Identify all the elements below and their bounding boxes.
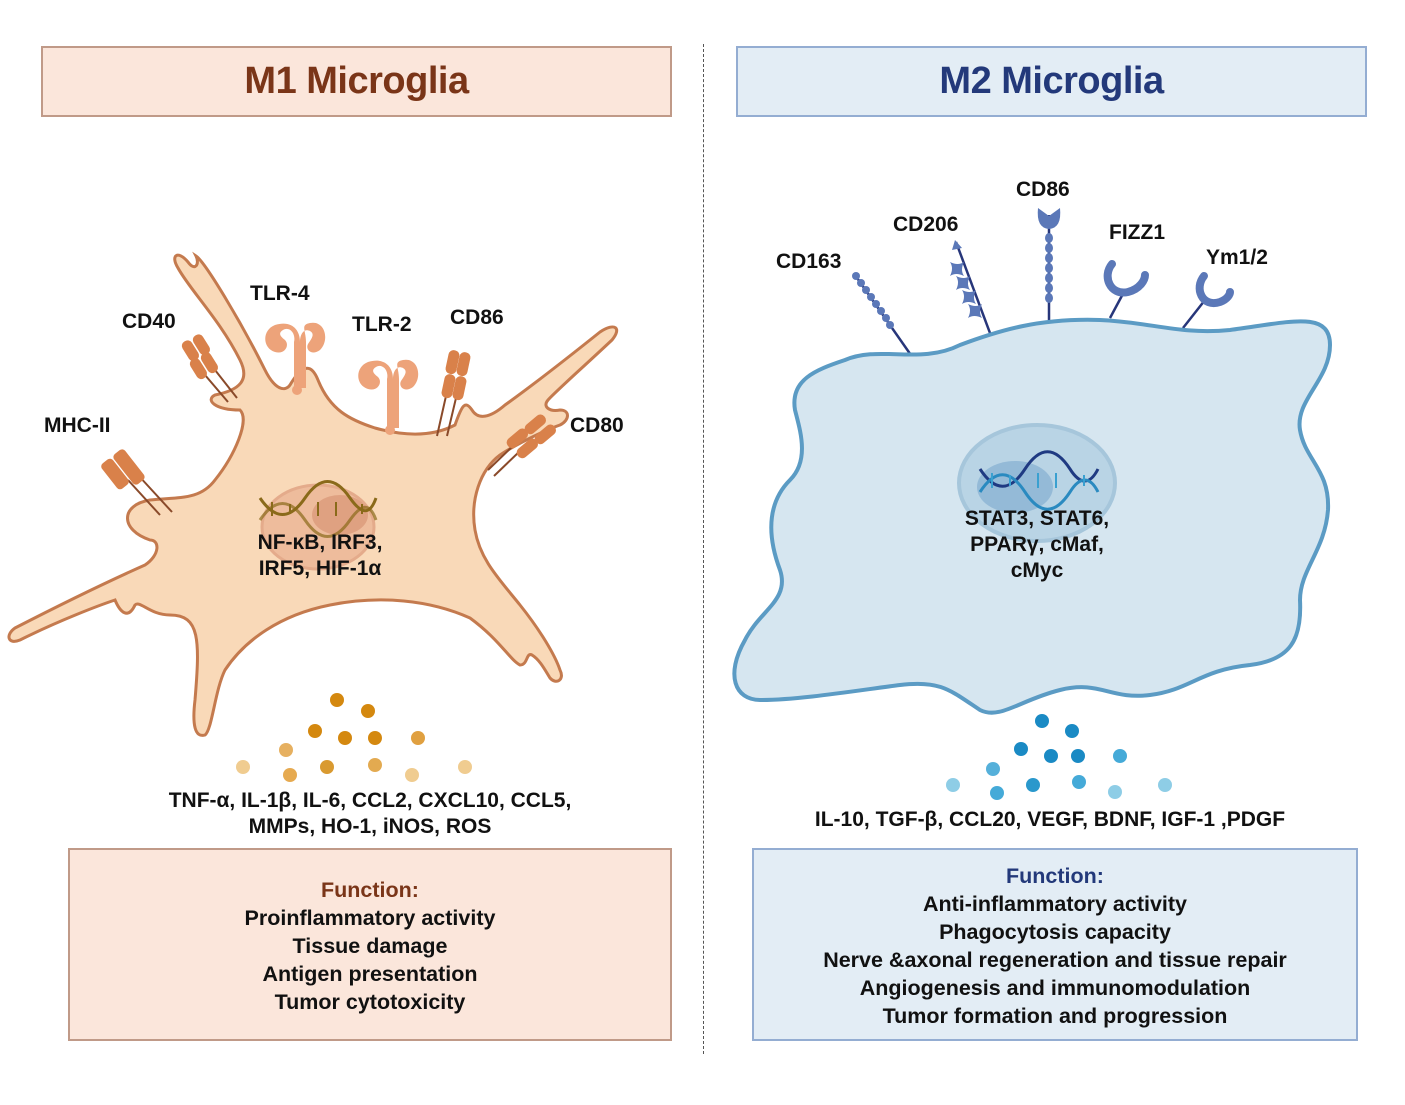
- m1-label-cd80: CD80: [570, 414, 624, 437]
- m2-cytokine-dots: [946, 714, 1172, 800]
- m2-cell: [732, 208, 1333, 800]
- cytokine-dot: [1108, 785, 1122, 799]
- m2-function-heading: Function:: [1006, 864, 1104, 888]
- m1-function-heading: Function:: [321, 878, 419, 902]
- m2-title: M2 Microglia: [736, 46, 1367, 117]
- m1-title: M1 Microglia: [41, 46, 672, 117]
- m1-receptor-cd80-icon: [487, 414, 557, 477]
- m2-label-cd86: CD86: [1016, 178, 1070, 201]
- m1-receptor-cd86-icon: [436, 350, 471, 437]
- cytokine-dot: [236, 760, 250, 774]
- cytokine-dot: [1044, 749, 1058, 763]
- panel-divider: [703, 44, 704, 1054]
- m2-label-cd163: CD163: [776, 250, 842, 273]
- m2-transcription-factors: STAT3, STAT6, PPARγ, cMaf, cMyc: [937, 506, 1137, 584]
- cytokine-dot: [990, 786, 1004, 800]
- m2-receptor-cd163-icon: [852, 272, 915, 359]
- m2-function-item: Anti-inflammatory activity: [922, 892, 1188, 916]
- m1-tf-line: IRF5, HIF-1α: [258, 557, 382, 580]
- m1-function-box: Function: Proinflammatory activity Tissu…: [68, 848, 672, 1041]
- cytokine-dot: [368, 731, 382, 745]
- cytokine-dot: [308, 724, 322, 738]
- m1-label-cd86: CD86: [450, 306, 504, 329]
- m2-function-box: Function: Anti-inflammatory activity Pha…: [752, 848, 1358, 1041]
- m2-label-ym12: Ym1/2: [1206, 246, 1268, 269]
- m2-function-item: Phagocytosis capacity: [939, 920, 1171, 944]
- cytokine-dot: [361, 704, 375, 718]
- m1-function-item: Antigen presentation: [262, 962, 478, 986]
- m2-receptor-ym12-icon: [1182, 272, 1234, 329]
- m1-transcription-factors: NF-κB, IRF3, IRF5, HIF-1α: [220, 530, 420, 582]
- m2-label-cd206: CD206: [893, 213, 959, 236]
- cytokine-dot: [283, 768, 297, 782]
- cytokine-dot: [279, 743, 293, 757]
- m1-cell: [7, 251, 619, 782]
- cytokine-dot: [320, 760, 334, 774]
- m2-function-item: Tumor formation and progression: [882, 1004, 1228, 1028]
- cytokine-dot: [405, 768, 419, 782]
- m1-function-item: Proinflammatory activity: [244, 906, 496, 930]
- m2-tf-line: cMyc: [1010, 559, 1064, 582]
- m1-cytokine-dots: [236, 693, 472, 782]
- cytokine-dot: [1014, 742, 1028, 756]
- cytokine-dot: [1026, 778, 1040, 792]
- cytokine-dot: [368, 758, 382, 772]
- m1-function-item: Tissue damage: [292, 934, 448, 958]
- cytokine-dot: [330, 693, 344, 707]
- m1-receptor-tlr4-icon: [265, 322, 326, 395]
- cytokine-dot: [1035, 714, 1049, 728]
- m2-dna-icon: [978, 450, 1100, 511]
- m2-label-fizz1: FIZZ1: [1109, 221, 1165, 244]
- m2-secreted-factors: IL-10, TGF-β, CCL20, VEGF, BDNF, IGF-1 ,…: [800, 807, 1300, 833]
- cytokine-dot: [1065, 724, 1079, 738]
- m2-receptor-fizz1-icon: [1103, 260, 1149, 319]
- m1-dna-icon: [258, 480, 378, 538]
- m1-receptor-tlr2-icon: [358, 359, 419, 435]
- m2-tf-line: STAT3, STAT6,: [964, 507, 1110, 530]
- m1-function-item: Tumor cytotoxicity: [274, 990, 466, 1014]
- m2-receptor-cd86-icon: [1037, 208, 1061, 320]
- m1-label-mhc2: MHC-II: [44, 414, 111, 437]
- m1-label-cd40: CD40: [122, 310, 176, 333]
- cytokine-dot: [1072, 775, 1086, 789]
- cytokine-dot: [1113, 749, 1127, 763]
- m1-tf-line: NF-κB, IRF3,: [257, 531, 383, 554]
- cytokine-dot: [986, 762, 1000, 776]
- cytokine-dot: [458, 760, 472, 774]
- m2-function-item: Angiogenesis and immunomodulation: [859, 976, 1251, 1000]
- m2-function-item: Nerve &axonal regeneration and tissue re…: [823, 948, 1287, 972]
- m1-label-tlr4: TLR-4: [250, 282, 310, 305]
- cytokine-dot: [411, 731, 425, 745]
- cytokine-dot: [1158, 778, 1172, 792]
- cytokine-dot: [946, 778, 960, 792]
- m2-receptor-cd206-icon: [950, 240, 992, 334]
- m1-secreted-line: MMPs, HO-1, iNOS, ROS: [248, 815, 492, 838]
- m2-tf-line: PPARγ, cMaf,: [970, 533, 1104, 556]
- m1-receptor-mhc2-icon: [101, 449, 173, 516]
- m1-secreted-line: TNF-α, IL-1β, IL-6, CCL2, CXCL10, CCL5,: [168, 789, 572, 812]
- cytokine-dot: [1071, 749, 1085, 763]
- cytokine-dot: [338, 731, 352, 745]
- m1-receptor-cd40-icon: [181, 334, 238, 403]
- m1-secreted-factors: TNF-α, IL-1β, IL-6, CCL2, CXCL10, CCL5, …: [120, 788, 620, 840]
- m1-label-tlr2: TLR-2: [352, 313, 412, 336]
- m2-secreted-line: IL-10, TGF-β, CCL20, VEGF, BDNF, IGF-1 ,…: [814, 808, 1286, 831]
